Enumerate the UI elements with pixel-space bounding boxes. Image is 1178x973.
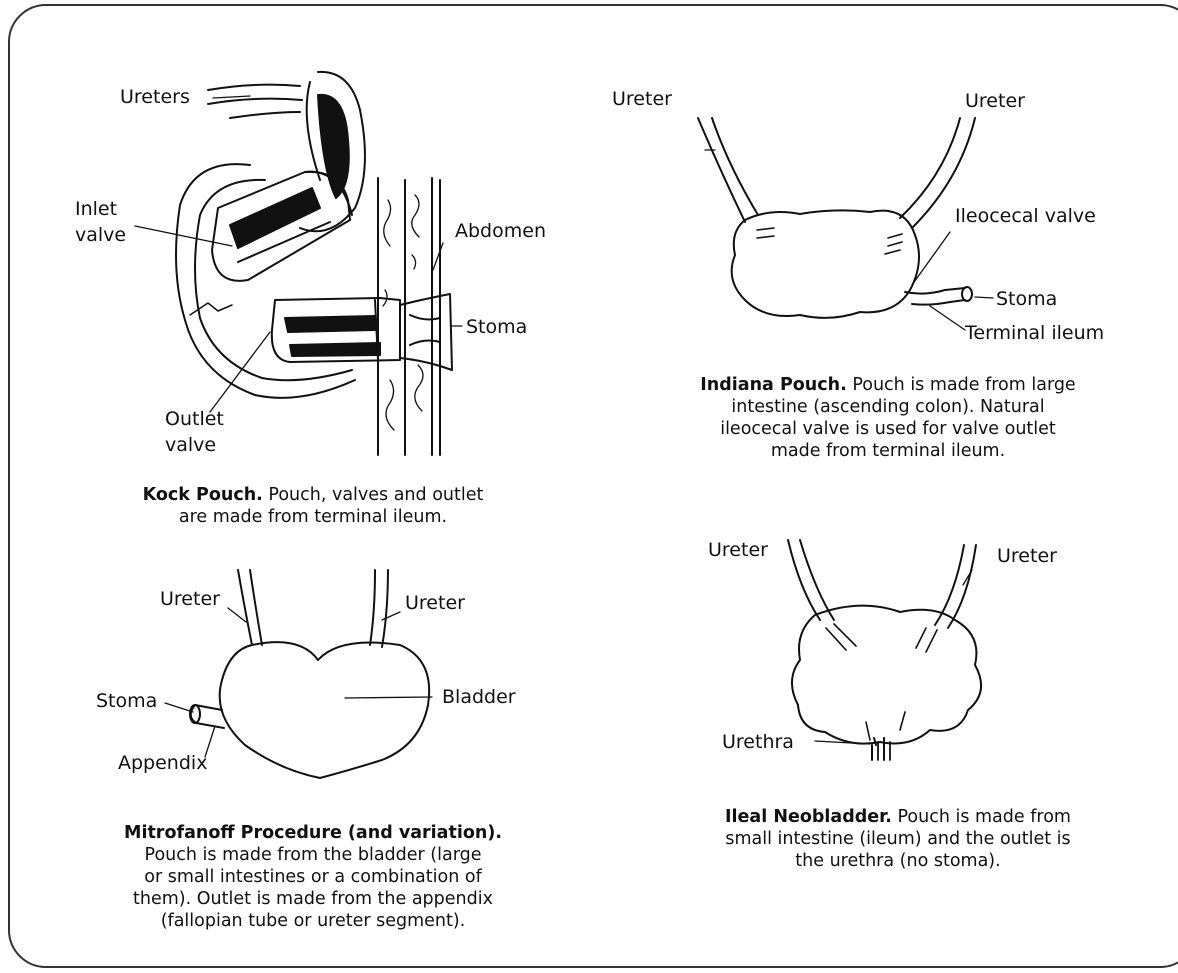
neobladder-drawing <box>788 540 981 760</box>
terminal-ileum-tube <box>905 288 965 305</box>
label-neo-ureter-left: Ureter <box>708 539 768 561</box>
label-indiana-ureter-left: Ureter <box>612 88 672 110</box>
indiana-caption-line2: intestine (ascending colon). Natural <box>658 396 1118 418</box>
kock-caption-line2: are made from terminal ileum. <box>98 506 528 528</box>
label-urethra: Urethra <box>722 731 794 753</box>
neo-ureter-left <box>788 540 834 620</box>
neobladder-body <box>792 606 981 744</box>
neobladder-caption: Ileal Neobladder. Pouch is made from sma… <box>668 806 1128 872</box>
bladder-body <box>220 642 429 778</box>
label-mitro-ureter-left: Ureter <box>160 588 220 610</box>
kock-caption-title: Kock Pouch. <box>143 485 263 505</box>
indiana-caption-line4: made from terminal ileum. <box>658 440 1118 462</box>
indiana-pouch-drawing <box>698 118 993 330</box>
neo-caption-line3: the urethra (no stoma). <box>668 850 1128 872</box>
label-ileocecal-valve: Ileocecal valve <box>955 205 1096 227</box>
indiana-stoma-opening <box>962 287 972 301</box>
label-kock-stoma: Stoma <box>466 316 527 338</box>
neo-caption-line1: Pouch is made from <box>892 807 1071 827</box>
pouch-outer-wall <box>176 164 355 398</box>
neo-caption-title: Ileal Neobladder. <box>725 807 892 827</box>
mitro-caption-line1: Pouch is made from the bladder (large <box>78 844 548 866</box>
indiana-ureter-left <box>698 118 758 222</box>
mitro-caption-line4: (fallopian tube or ureter segment). <box>78 910 548 932</box>
kock-leaders <box>135 96 462 412</box>
indiana-caption-line1: Pouch is made from large <box>847 375 1076 395</box>
mitro-caption-line2: or small intestines or a combination of <box>78 866 548 888</box>
label-inlet-valve: valve <box>75 224 126 246</box>
label-inlet: Inlet <box>75 198 117 220</box>
label-mitro-ureter-right: Ureter <box>405 592 465 614</box>
indiana-caption-line3: ileocecal valve is used for valve outlet <box>658 418 1118 440</box>
mitro-caption-title: Mitrofanoff Procedure (and variation). <box>124 823 502 843</box>
label-appendix: Appendix <box>118 752 207 774</box>
label-terminal-ileum: Terminal ileum <box>965 322 1104 344</box>
label-ureters: Ureters <box>120 86 190 108</box>
appendix-tube <box>191 705 224 728</box>
indiana-caption: Indiana Pouch. Pouch is made from large … <box>658 374 1118 462</box>
mitrofanoff-caption: Mitrofanoff Procedure (and variation). P… <box>78 822 548 932</box>
inlet-dark-lumen <box>318 95 349 198</box>
label-bladder: Bladder <box>442 686 516 708</box>
mitro-ureter-left <box>238 570 262 645</box>
kock-stoma <box>400 294 452 370</box>
mitro-caption-line3: them). Outlet is made from the appendix <box>78 888 548 910</box>
mitro-leaders <box>165 608 432 757</box>
ureters-tubes <box>208 85 302 118</box>
label-outlet: Outlet <box>165 408 224 430</box>
abdomen-wall <box>378 178 440 455</box>
indiana-caption-title: Indiana Pouch. <box>700 375 846 395</box>
mitro-ureter-right <box>370 570 388 647</box>
kock-pouch-drawing <box>135 72 462 455</box>
label-outlet-valve: valve <box>165 434 216 456</box>
kock-caption-line1: Pouch, valves and outlet <box>263 485 484 505</box>
neo-caption-line2: small intestine (ileum) and the outlet i… <box>668 828 1128 850</box>
outlet-valve <box>272 298 400 362</box>
indiana-pouch-body <box>732 210 919 317</box>
label-indiana-stoma: Stoma <box>996 288 1057 310</box>
neo-ureter-right <box>935 545 976 628</box>
kock-caption: Kock Pouch. Pouch, valves and outlet are… <box>98 484 528 528</box>
label-indiana-ureter-right: Ureter <box>965 90 1025 112</box>
label-abdomen: Abdomen <box>455 220 546 242</box>
label-mitro-stoma: Stoma <box>96 690 157 712</box>
label-neo-ureter-right: Ureter <box>997 545 1057 567</box>
